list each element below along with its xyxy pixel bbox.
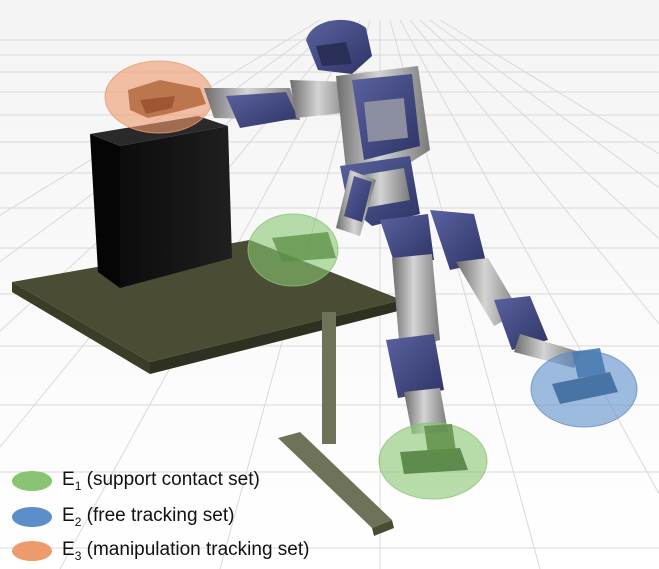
legend-item-manipulation: E3 (manipulation tracking set) bbox=[12, 536, 309, 566]
table-foot-shadow bbox=[372, 520, 394, 536]
robot-left-foot bbox=[400, 424, 468, 474]
legend-label-support: E1 (support contact set) bbox=[62, 469, 260, 493]
robot-right-hand bbox=[128, 80, 206, 118]
robot-head bbox=[306, 19, 372, 74]
table-foot bbox=[278, 432, 392, 528]
robot-legs bbox=[380, 210, 580, 434]
legend-item-support: E1 (support contact set) bbox=[12, 466, 260, 496]
table-edge-left bbox=[12, 282, 150, 374]
legend-label-manipulation: E3 (manipulation tracking set) bbox=[62, 539, 310, 563]
robot-right-foot bbox=[552, 348, 618, 404]
legend-label-free: E2 (free tracking set) bbox=[62, 505, 235, 529]
robot-right-arm bbox=[204, 80, 352, 128]
legend-swatch-free bbox=[12, 507, 52, 527]
legend-swatch-manipulation bbox=[12, 541, 52, 561]
table-edge bbox=[150, 300, 402, 374]
robot-left-arm bbox=[272, 170, 376, 262]
box bbox=[90, 116, 232, 288]
legend-swatch-support bbox=[12, 471, 52, 491]
legend-item-free: E2 (free tracking set) bbox=[12, 502, 234, 532]
table-leg bbox=[322, 312, 336, 444]
